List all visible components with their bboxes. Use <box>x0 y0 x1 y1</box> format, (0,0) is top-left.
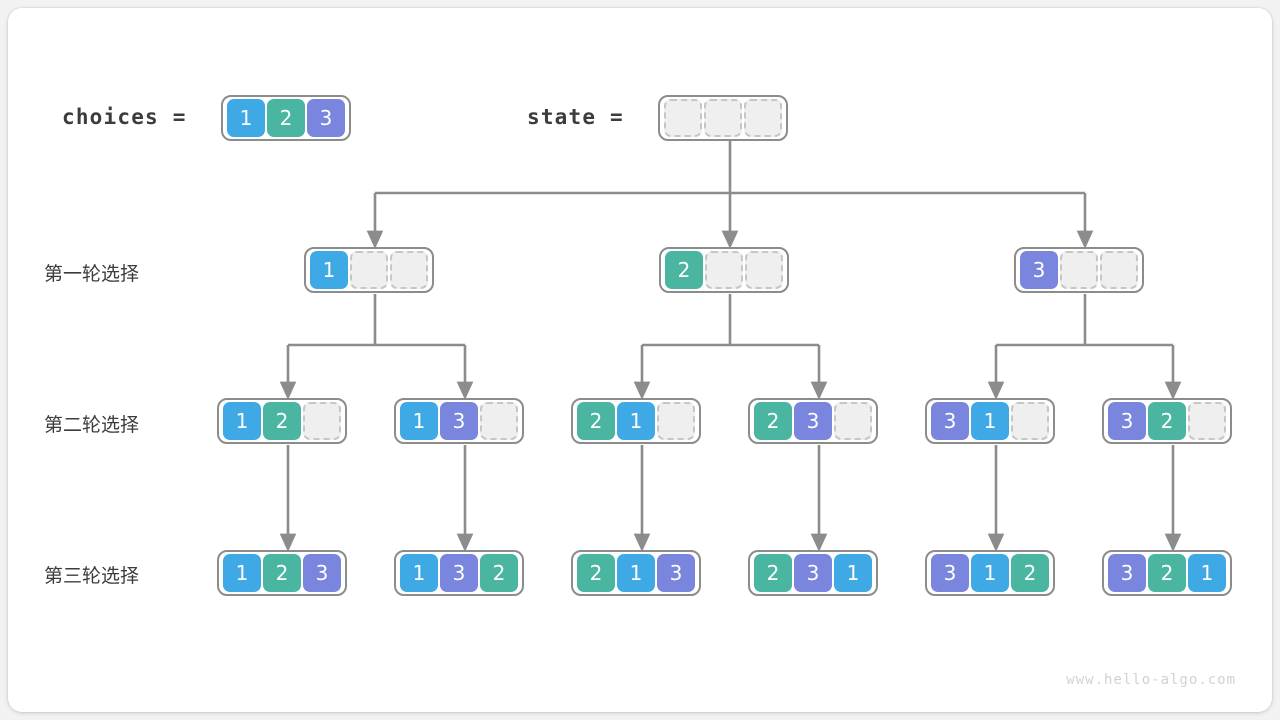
connector-edges <box>279 140 1182 552</box>
tree-node-round-3-3-cell-2: 3 <box>657 554 695 592</box>
tree-node-round-3-4-cell-2: 1 <box>834 554 872 592</box>
tree-node-round-2-4-cell-2 <box>834 402 872 440</box>
choices-cell-1: 2 <box>267 99 305 137</box>
tree-node-round-3-1-cell-2: 3 <box>303 554 341 592</box>
state-array <box>658 95 788 141</box>
state-cell-2 <box>744 99 782 137</box>
tree-node-round-1-2-cell-0: 2 <box>665 251 703 289</box>
tree-node-round-2-4-cell-1: 3 <box>794 402 832 440</box>
tree-node-round-1-2-cell-2 <box>745 251 783 289</box>
tree-node-round-3-5-cell-1: 1 <box>971 554 1009 592</box>
choices-cell-2: 3 <box>307 99 345 137</box>
tree-node-round-3-2-cell-1: 3 <box>440 554 478 592</box>
tree-node-round-2-3-cell-1: 1 <box>617 402 655 440</box>
tree-node-round-2-1-cell-0: 1 <box>223 402 261 440</box>
watermark: www.hello-algo.com <box>1066 672 1236 688</box>
tree-node-round-3-2-cell-0: 1 <box>400 554 438 592</box>
tree-node-round-2-1-cell-1: 2 <box>263 402 301 440</box>
tree-node-round-2-4-cell-0: 2 <box>754 402 792 440</box>
tree-node-round-2-2-cell-1: 3 <box>440 402 478 440</box>
choices-cell-0: 1 <box>227 99 265 137</box>
tree-node-round-3-3-cell-0: 2 <box>577 554 615 592</box>
choices-label: choices = <box>62 105 187 129</box>
tree-node-round-2-2-cell-2 <box>480 402 518 440</box>
row-label-round-1: 第一轮选择 <box>44 263 140 285</box>
tree-node-round-1-3: 3 <box>1014 247 1144 293</box>
tree-node-round-1-2: 2 <box>659 247 789 293</box>
tree-node-round-1-2-cell-1 <box>705 251 743 289</box>
tree-node-round-2-6-cell-0: 3 <box>1108 402 1146 440</box>
tree-node-round-3-1-cell-1: 2 <box>263 554 301 592</box>
state-cell-0 <box>664 99 702 137</box>
tree-node-round-1-3-cell-0: 3 <box>1020 251 1058 289</box>
tree-node-round-3-2-cell-2: 2 <box>480 554 518 592</box>
tree-node-round-1-1-cell-1 <box>350 251 388 289</box>
tree-node-round-2-6-cell-1: 2 <box>1148 402 1186 440</box>
tree-node-round-1-3-cell-1 <box>1060 251 1098 289</box>
tree-node-round-1-1: 1 <box>304 247 434 293</box>
tree-node-round-2-5-cell-2 <box>1011 402 1049 440</box>
row-label-round-2: 第二轮选择 <box>44 414 140 436</box>
tree-node-round-3-5-cell-2: 2 <box>1011 554 1049 592</box>
tree-node-round-3-5-cell-0: 3 <box>931 554 969 592</box>
state-label: state = <box>527 105 624 129</box>
tree-node-round-2-1-cell-2 <box>303 402 341 440</box>
tree-node-round-3-4-cell-0: 2 <box>754 554 792 592</box>
tree-node-round-2-2-cell-0: 1 <box>400 402 438 440</box>
tree-node-round-3-1-cell-0: 1 <box>223 554 261 592</box>
tree-node-round-2-5-cell-1: 1 <box>971 402 1009 440</box>
tree-node-round-2-5-cell-0: 3 <box>931 402 969 440</box>
tree-node-round-1-3-cell-2 <box>1100 251 1138 289</box>
tree-node-round-2-3-cell-0: 2 <box>577 402 615 440</box>
state-cell-1 <box>704 99 742 137</box>
tree-node-round-2-3-cell-2 <box>657 402 695 440</box>
tree-node-round-3-3-cell-1: 1 <box>617 554 655 592</box>
tree-node-round-1-1-cell-2 <box>390 251 428 289</box>
row-label-round-3: 第三轮选择 <box>44 565 140 587</box>
tree-node-round-3-4-cell-1: 3 <box>794 554 832 592</box>
tree-node-round-3-6-cell-0: 3 <box>1108 554 1146 592</box>
tree-node-round-2-6-cell-2 <box>1188 402 1226 440</box>
tree-node-round-1-1-cell-0: 1 <box>310 251 348 289</box>
tree-node-round-3-6-cell-2: 1 <box>1188 554 1226 592</box>
tree-node-round-3-6-cell-1: 2 <box>1148 554 1186 592</box>
